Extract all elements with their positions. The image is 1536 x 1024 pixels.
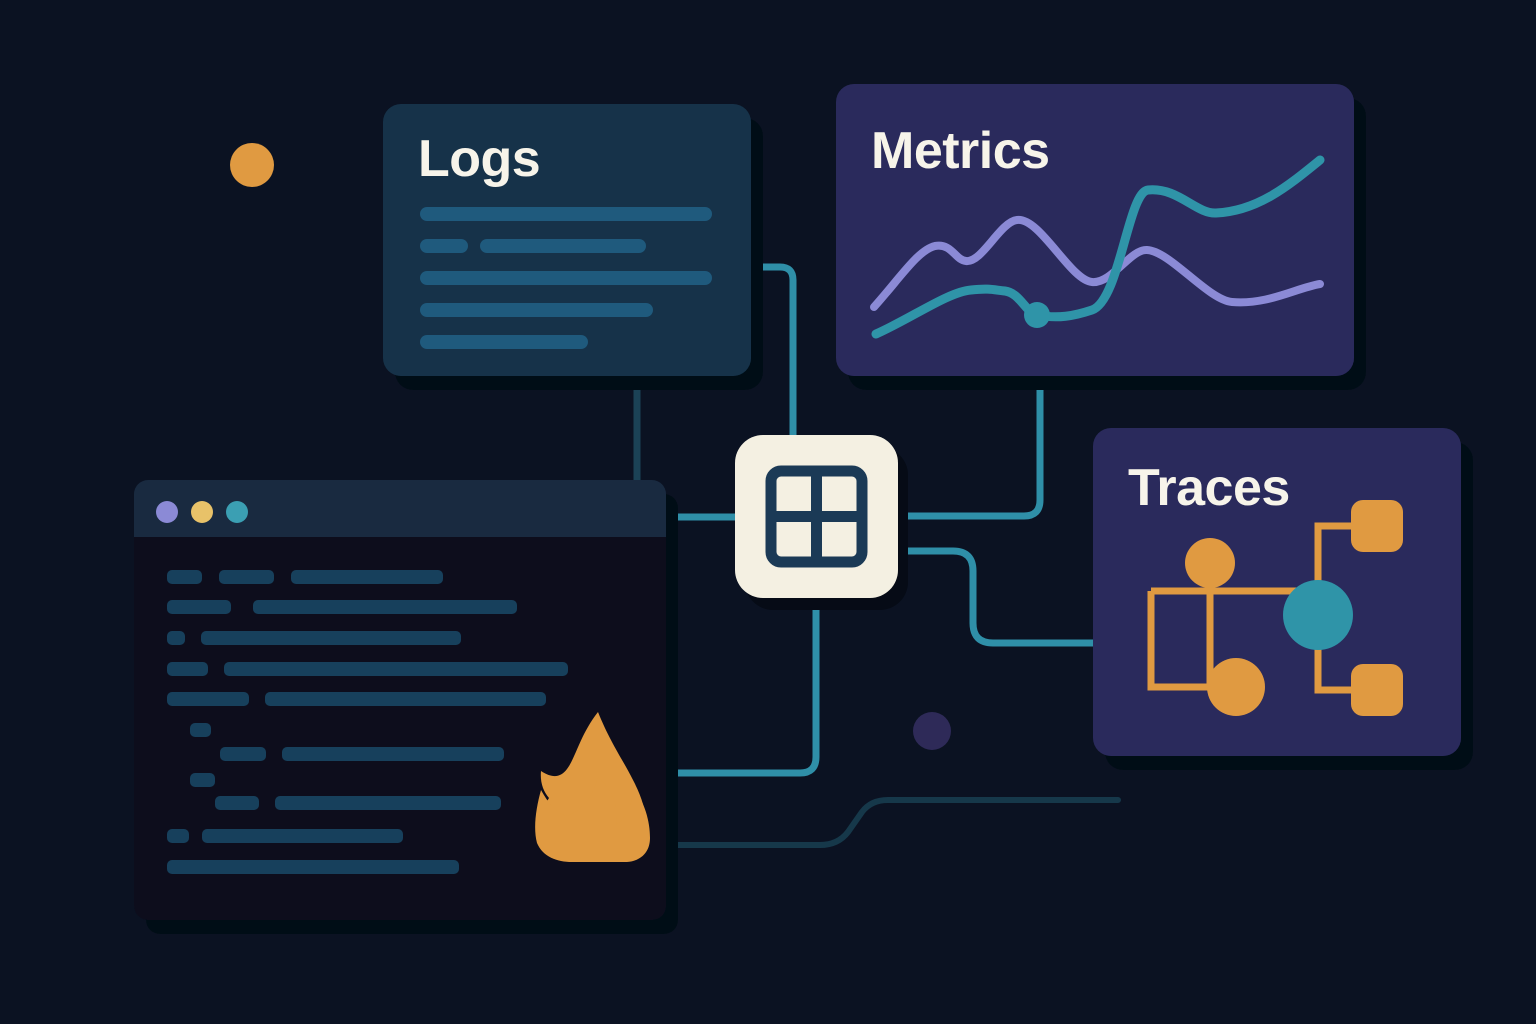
- code-line: [167, 600, 231, 614]
- orange-accent-dot-icon: [230, 143, 274, 187]
- code-line: [167, 570, 202, 584]
- metrics-chart: [870, 155, 1325, 339]
- traces-node-graph: [1147, 500, 1403, 716]
- traces-card-title: Traces: [1128, 459, 1290, 517]
- code-line: [202, 829, 403, 843]
- code-line: [167, 829, 189, 843]
- code-line: [282, 747, 504, 761]
- code-line: [220, 747, 266, 761]
- terminal-window[interactable]: [134, 480, 666, 920]
- wire-hub-to-traces: [896, 547, 1097, 647]
- skeleton-line: [420, 303, 653, 317]
- metrics-card-title: Metrics: [871, 122, 1050, 180]
- metrics-card[interactable]: Metrics: [836, 84, 1354, 376]
- code-line: [215, 796, 259, 810]
- window-dot-purple-icon[interactable]: [156, 501, 178, 523]
- skeleton-line: [420, 271, 712, 285]
- logs-skeleton-lines: [420, 207, 712, 349]
- code-line: [224, 662, 568, 676]
- trace-node-circle-bottom[interactable]: [1207, 658, 1265, 716]
- chart-line-purple: [870, 216, 1324, 311]
- trace-node-square-bottom[interactable]: [1351, 664, 1403, 716]
- wire-bottom-dim: [665, 797, 1121, 848]
- window-dot-teal-icon[interactable]: [226, 501, 248, 523]
- wire-hub-down-to-bottom: [664, 594, 820, 777]
- code-line: [201, 631, 461, 645]
- code-line: [265, 692, 546, 706]
- code-line: [190, 723, 211, 737]
- grid-hub-button[interactable]: [735, 435, 908, 610]
- code-line: [167, 692, 249, 706]
- trace-node-square-top[interactable]: [1351, 500, 1403, 552]
- code-line: [190, 773, 215, 787]
- code-line: [167, 662, 208, 676]
- skeleton-line: [420, 239, 468, 253]
- code-line: [167, 631, 185, 645]
- terminal-code-lines: [167, 570, 568, 874]
- wire-logs-to-hub-top: [747, 263, 797, 474]
- code-line: [291, 570, 443, 584]
- logs-card[interactable]: Logs: [383, 104, 751, 376]
- code-line: [253, 600, 517, 614]
- chart-data-point-marker[interactable]: [1024, 302, 1050, 328]
- code-line: [167, 860, 459, 874]
- traces-card[interactable]: Traces: [1093, 428, 1461, 756]
- code-line: [275, 796, 501, 810]
- skeleton-line: [420, 207, 712, 221]
- flame-icon-base: [535, 777, 650, 862]
- skeleton-line: [420, 335, 588, 349]
- window-dot-yellow-icon[interactable]: [191, 501, 213, 523]
- trace-edge: [1314, 522, 1351, 591]
- trace-node-circle-hub[interactable]: [1283, 580, 1353, 650]
- chart-line-teal: [871, 155, 1325, 339]
- purple-accent-dot-icon: [913, 712, 951, 750]
- wire-metrics-to-hub-right: [896, 372, 1044, 520]
- skeleton-line: [480, 239, 646, 253]
- terminal-titlebar: [134, 480, 666, 537]
- four-pane-grid-icon: [765, 465, 868, 568]
- trace-node-circle-top[interactable]: [1185, 538, 1235, 588]
- code-line: [219, 570, 274, 584]
- logs-card-title: Logs: [418, 130, 540, 188]
